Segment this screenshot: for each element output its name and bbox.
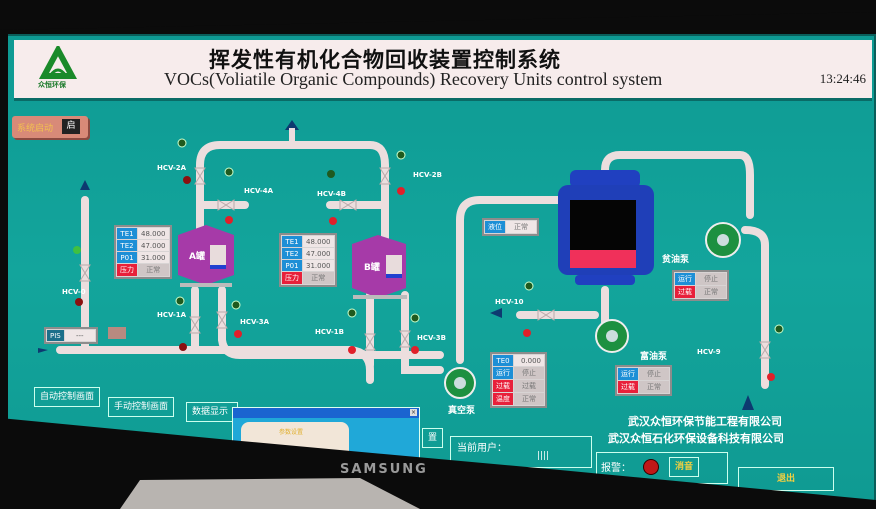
p01-label: P01: [117, 252, 137, 263]
pis-label: PIS: [47, 330, 64, 341]
pressure-status: 正常: [303, 272, 334, 284]
run-label: 运行: [618, 368, 638, 380]
close-icon[interactable]: ×: [410, 409, 417, 416]
company-name-2: 武汉众恒石化环保设备科技有限公司: [608, 432, 784, 445]
parameter-settings-dialog[interactable]: × 参数设置: [232, 407, 420, 469]
company-name-1: 武汉众恒环保节能工程有限公司: [628, 415, 782, 428]
exit-button[interactable]: 退出: [738, 467, 834, 491]
lean-pump-label: 贫油泵: [662, 255, 690, 265]
overload-label: 过载: [675, 286, 695, 298]
pis-panel: PIS---: [44, 327, 98, 344]
valve-label-hcv4a: HCV-4A: [244, 187, 274, 195]
valve-label-hcv2b: HCV-2B: [413, 171, 443, 179]
pis-value: ---: [64, 330, 95, 341]
valve-label-hcv0: HCV-0: [62, 288, 86, 296]
data-display-button[interactable]: 数据显示: [186, 402, 238, 422]
logo-text: 众恒环保: [38, 81, 66, 89]
dialog-title: 参数设置: [279, 429, 304, 436]
alarm-box: 报警： 消音: [596, 452, 728, 484]
page-title: 挥发性有机化合物回收装置控制系统: [209, 48, 561, 72]
overload-label: 过载: [618, 381, 638, 393]
overload-status: 正常: [696, 286, 726, 298]
alarm-label: 报警：: [601, 463, 631, 474]
level-panel: 液位正常: [482, 218, 539, 236]
mute-button[interactable]: 消音: [669, 457, 700, 477]
monitor-brand: SAMSUNG: [340, 462, 428, 477]
te2-label: TE2: [282, 248, 302, 259]
vacuum-pump-label: 真空泵: [448, 406, 476, 416]
pressure-label: 压力: [282, 272, 302, 284]
te1-label: TE1: [282, 236, 302, 247]
recycle-logo-icon: [38, 46, 78, 79]
temp-status: 正常: [514, 393, 544, 405]
current-user-box: 当前用户： ||||: [450, 436, 592, 468]
run-status: 停止: [696, 273, 726, 285]
page-subtitle: VOCs(Voliatile Organic Compounds) Recove…: [164, 69, 663, 89]
te2-label: TE2: [117, 240, 137, 251]
manual-control-button[interactable]: 手动控制画面: [108, 397, 175, 417]
alarm-light-icon: [643, 459, 659, 475]
valve-label-hcv2a: HCV-2A: [157, 164, 187, 172]
auto-control-button[interactable]: 自动控制画面: [34, 387, 101, 407]
temp-label: 温度: [493, 393, 513, 405]
level-status: 正常: [506, 221, 536, 233]
valve-icons: [79, 167, 771, 359]
te2-value: 47.000: [303, 248, 334, 259]
valve-label-hcv3a: HCV-3A: [240, 318, 270, 326]
start-label: 系统启动: [17, 124, 54, 134]
rich-pump-label: 富油泵: [640, 352, 668, 362]
te1-value: 48.000: [138, 228, 169, 239]
clock: 13:24:46: [819, 71, 866, 86]
start-state: 启: [62, 119, 80, 134]
dialog-card: 参数设置: [241, 422, 349, 468]
p01-value: 31.000: [138, 252, 169, 263]
run-status: 停止: [514, 367, 544, 379]
pump-icons: [444, 222, 741, 399]
pressure-status: 正常: [138, 264, 169, 276]
p01-value: 31.000: [303, 260, 334, 271]
dialog-titlebar[interactable]: ×: [233, 408, 419, 418]
overload-status: 过载: [514, 380, 544, 392]
p01-label: P01: [282, 260, 302, 271]
user-value: ||||: [537, 451, 550, 461]
user-label: 当前用户：: [457, 443, 507, 454]
valve-label-hcv4b: HCV-4B: [317, 190, 347, 198]
system-start-button[interactable]: 系统启动 启: [12, 116, 88, 138]
rich-pump-panel: 运行停止 过载正常: [615, 365, 672, 396]
settings-button[interactable]: 置: [422, 428, 444, 448]
valve-label-hcv9: HCV-9: [697, 348, 721, 356]
overload-status: 正常: [639, 381, 669, 393]
run-label: 运行: [675, 273, 695, 285]
tank-b-label: B罐: [364, 263, 380, 273]
run-status: 停止: [639, 368, 669, 380]
valve-label-hcv1a: HCV-1A: [157, 311, 187, 319]
absorption-vessel: [558, 170, 654, 285]
te1-value: 48.000: [303, 236, 334, 247]
lean-pump-panel: 运行停止 过载正常: [672, 270, 729, 301]
pressure-label: 压力: [117, 264, 137, 276]
overload-label: 过载: [493, 380, 513, 392]
te0-label: TE0: [493, 355, 513, 366]
te1-label: TE1: [117, 228, 137, 239]
te2-value: 47.000: [138, 240, 169, 251]
te0-value: 0.000: [514, 355, 544, 366]
header: 众恒环保 挥发性有机化合物回收装置控制系统 VOCs(Voliatile Org…: [14, 40, 872, 101]
valve-label-hcv10: HCV-10: [495, 298, 524, 306]
level-label: 液位: [485, 221, 505, 233]
indicator-lights: [73, 138, 784, 381]
valve-label-hcv3b: HCV-3B: [417, 334, 447, 342]
run-label: 运行: [493, 367, 513, 379]
tank-a-label: A罐: [189, 252, 205, 262]
valve-label-hcv1b: HCV-1B: [315, 328, 345, 336]
tank-a: [178, 225, 234, 287]
tank-b: [352, 235, 407, 299]
